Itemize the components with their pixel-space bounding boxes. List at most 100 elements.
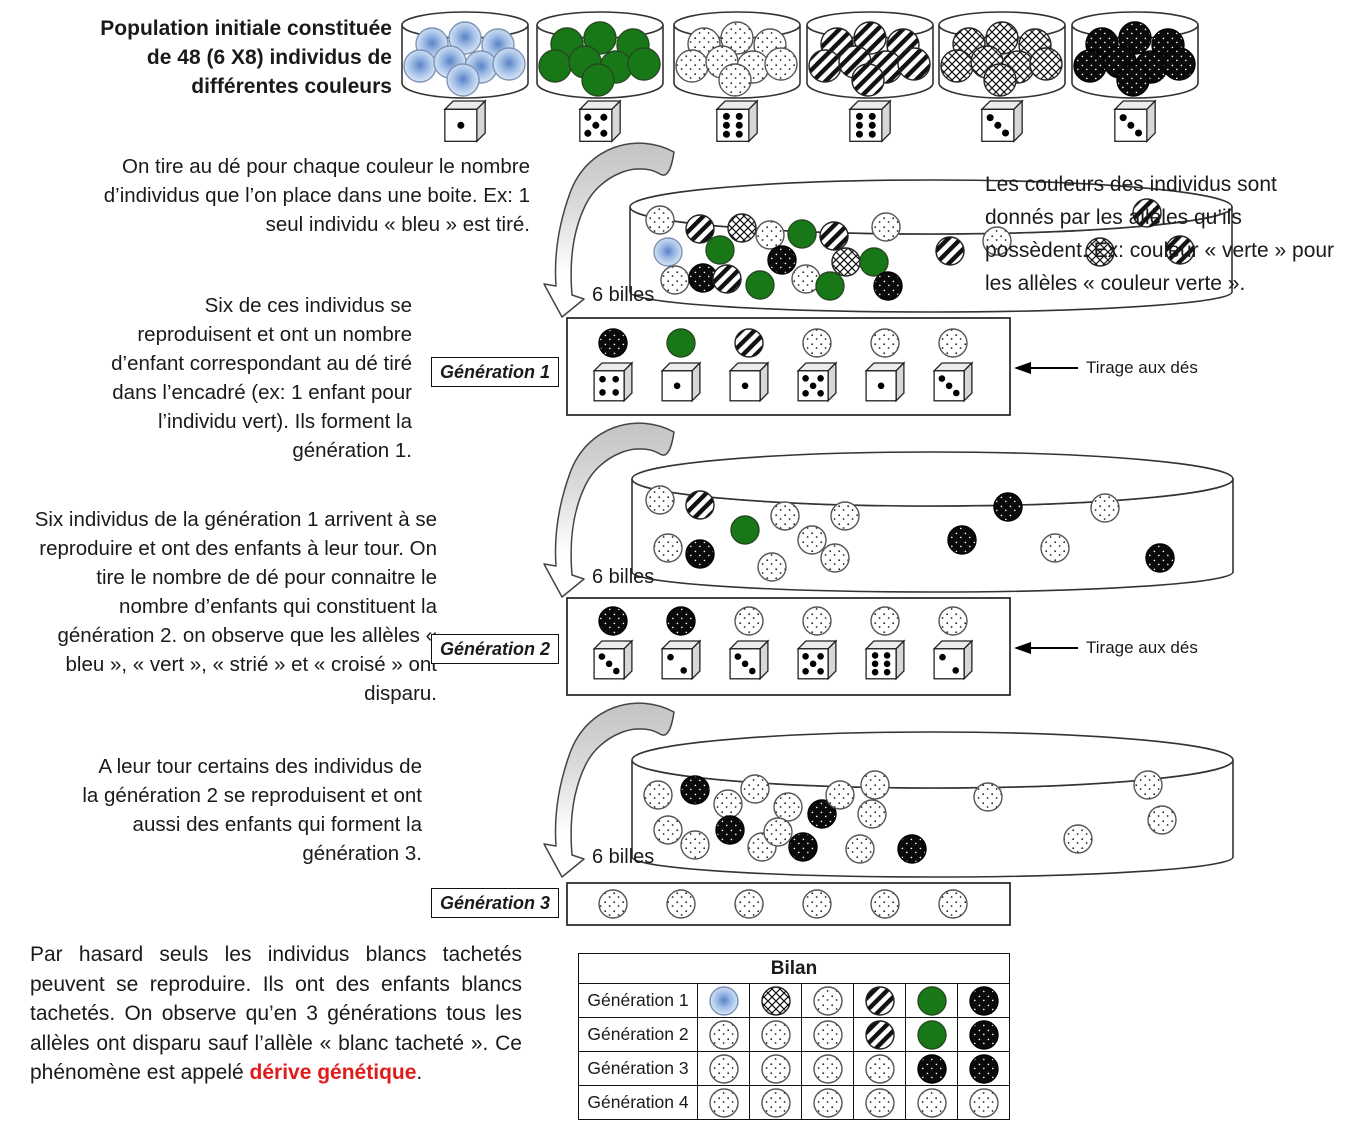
ball-dotted [763, 817, 793, 847]
bilan-cell [749, 983, 802, 1018]
ball-black [767, 245, 797, 275]
bilan-cell [957, 1051, 1010, 1086]
bilan-ball-canvas [916, 1053, 947, 1084]
ball-dotted [660, 265, 690, 295]
die-pip [802, 668, 809, 675]
bilan-cell [697, 983, 750, 1018]
bilan-row-label: Génération 3 [578, 1051, 698, 1086]
die-pip [871, 660, 879, 668]
generation-2-label: Génération 2 [431, 634, 559, 664]
tirage-aux-des-label-2: Tirage aux dés [1086, 638, 1198, 657]
ball-dotted [645, 205, 675, 235]
ball-dotted [973, 782, 1003, 812]
ball-dotted [1063, 824, 1093, 854]
die-pip [868, 130, 876, 138]
die-pip [883, 660, 891, 668]
ball-dotted [812, 1053, 843, 1084]
ball-dotted [812, 985, 843, 1016]
curved-arrow-shape [543, 702, 675, 878]
tirage-aux-des-label-1: Tirage aux dés [1086, 358, 1198, 377]
die-front-face [797, 370, 829, 402]
curved-arrow-icon [543, 702, 675, 878]
ball-black [1073, 49, 1107, 83]
bilan-ball-canvas [916, 1087, 947, 1118]
generation-3-label: Génération 3 [431, 888, 559, 918]
die-2 [660, 639, 702, 681]
die-pip [802, 653, 809, 660]
ball-blue [403, 49, 437, 83]
ball-dotted [708, 1087, 739, 1118]
ball-dotted [864, 1087, 895, 1118]
die-pip [1135, 129, 1143, 137]
ball-dotted [755, 220, 785, 250]
ball-dotted [812, 1019, 843, 1050]
ball-dotted [643, 780, 673, 810]
bilan-ball-canvas [864, 1087, 895, 1118]
die-6 [848, 99, 892, 143]
die-5 [796, 361, 838, 403]
ball-dotted [764, 47, 798, 81]
die-6 [715, 99, 759, 143]
ball-black [1162, 47, 1196, 81]
die-front-face [865, 648, 897, 680]
ball-dotted [598, 889, 628, 919]
die-pip [1127, 121, 1135, 129]
ball-blue [708, 985, 739, 1016]
note-generation-2: Six individus de la génération 1 arriven… [34, 508, 437, 705]
bilan-ball-canvas [760, 1019, 791, 1050]
bilan-ball-canvas [916, 985, 947, 1016]
bilan-cell [905, 1017, 958, 1052]
bilan-row-label: Génération 4 [578, 1085, 698, 1120]
bilan-row-label: Génération 1 [578, 983, 698, 1018]
ball-dotted [797, 525, 827, 555]
ball-striped [685, 490, 715, 520]
ball-dotted [938, 889, 968, 919]
die-pip [855, 130, 863, 138]
curved-arrow-shape [543, 422, 675, 598]
bilan-cell [905, 1051, 958, 1086]
die-pip [986, 114, 994, 122]
die-pip [802, 375, 809, 382]
bilan-ball-canvas [968, 985, 999, 1016]
ball-cross [985, 21, 1019, 55]
ball-dotted [773, 792, 803, 822]
bilan-cell [801, 1017, 854, 1052]
ball-dotted [734, 606, 764, 636]
die-pip [871, 652, 879, 659]
bilan-cell [957, 983, 1010, 1018]
die-pip [613, 667, 620, 675]
ball-black [715, 815, 745, 845]
die-pip [871, 668, 879, 676]
die-pip [1002, 129, 1010, 137]
die-1 [443, 99, 487, 143]
generation-box-1 [566, 317, 1011, 416]
die-front-face [849, 108, 883, 142]
die-pip [667, 653, 674, 661]
ball-black [1145, 543, 1175, 573]
die-pip [584, 129, 592, 137]
bilan-cell [749, 1051, 802, 1086]
die-1 [864, 361, 906, 403]
die-pip [741, 382, 749, 390]
ball-black [873, 271, 903, 301]
die-pip [735, 121, 743, 129]
die-pip [612, 375, 619, 383]
bilan-ball-canvas [708, 1019, 739, 1050]
die-pip [883, 652, 891, 659]
ball-dotted [871, 212, 901, 242]
die-3 [980, 99, 1024, 143]
ball-dotted [740, 774, 770, 804]
die-pip [741, 660, 749, 668]
die-pip [802, 390, 809, 397]
ball-black [680, 775, 710, 805]
ball-cross [983, 63, 1017, 97]
die-3 [728, 639, 770, 681]
die-pip [457, 121, 465, 129]
ball-blue [448, 21, 482, 55]
bilan-cell [749, 1017, 802, 1052]
die-pip [953, 389, 960, 397]
ball-dotted [820, 543, 850, 573]
die-pip [599, 375, 606, 383]
ball-green [916, 985, 947, 1016]
